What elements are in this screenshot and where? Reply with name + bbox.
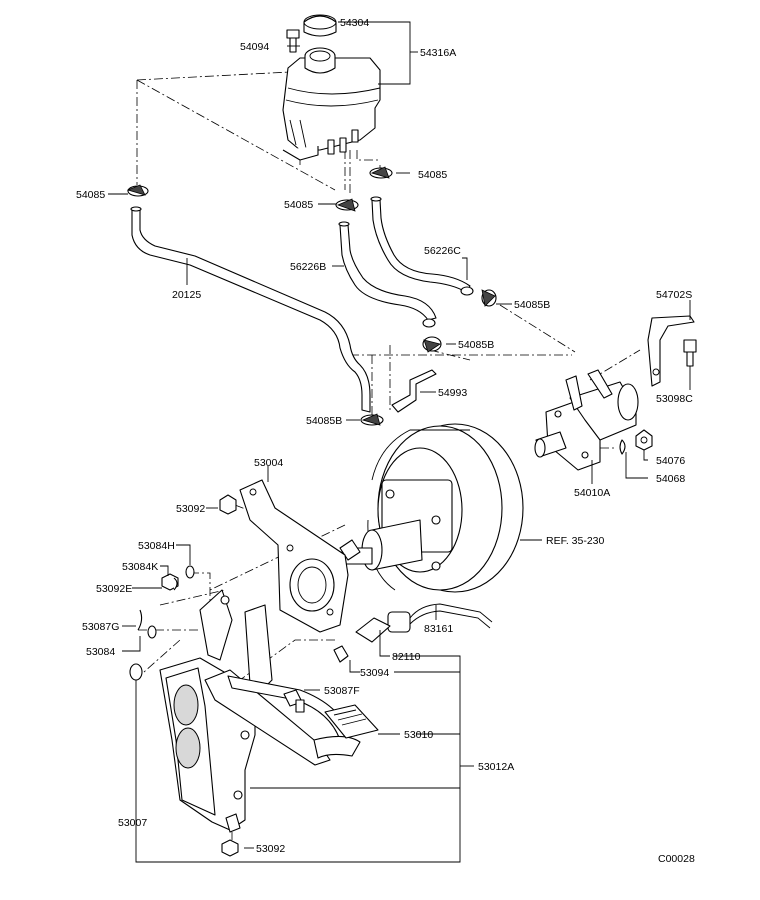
bracket-53004 [239, 479, 349, 633]
label-83161: 83161 [424, 623, 453, 635]
label-54076: 54076 [656, 455, 685, 467]
label-54085-right: 54085 [418, 169, 447, 181]
label-53092E: 53092E [96, 583, 132, 595]
part-labels: 54304 54094 54316A 54085 54085 54085 562… [76, 17, 695, 865]
brake-booster [339, 423, 524, 593]
label-53010: 53010 [404, 729, 433, 741]
label-54702S: 54702S [656, 289, 692, 301]
label-53084K: 53084K [122, 561, 158, 573]
label-53004: 53004 [254, 457, 283, 469]
label-54085B-c: 54085B [306, 415, 342, 427]
label-53084H: 53084H [138, 540, 175, 552]
label-53087G: 53087G [82, 621, 119, 633]
label-53007: 53007 [118, 817, 147, 829]
master-cylinder [534, 369, 639, 471]
stop-lamp-switch [333, 603, 493, 663]
label-54304: 54304 [340, 17, 369, 29]
clamp-54085B-a [481, 289, 497, 307]
small-washers [137, 565, 195, 639]
hose-56226C [370, 196, 474, 296]
label-54085B-b: 54085B [458, 339, 494, 351]
label-54316A: 54316A [420, 47, 456, 59]
label-53098C: 53098C [656, 393, 693, 405]
label-54085B-a: 54085B [514, 299, 550, 311]
diagram-code: C00028 [658, 853, 695, 865]
hose-20125 [130, 206, 371, 413]
bracket-54702S [647, 315, 695, 387]
bolt-54094 [286, 29, 300, 53]
label-ref: REF. 35-230 [546, 535, 605, 547]
reservoir-cap [303, 14, 337, 37]
washer-54068 [619, 439, 626, 455]
clamp-54085B-b [422, 336, 442, 353]
clamp-54085-mid [335, 198, 359, 212]
label-54993: 54993 [438, 387, 467, 399]
nut-54076 [635, 429, 653, 451]
pedal-pad-53010 [324, 704, 379, 739]
reservoir-tank [282, 47, 381, 161]
nut-53092-top [219, 494, 237, 515]
clamp-54085B-c [360, 413, 384, 426]
label-53084: 53084 [86, 646, 115, 658]
label-56226C: 56226C [424, 245, 461, 257]
bracket-54993 [391, 369, 437, 413]
label-82110: 82110 [392, 651, 421, 663]
label-53092-top: 53092 [176, 503, 205, 515]
label-53092-bottom: 53092 [256, 843, 285, 855]
stopper-53087F [283, 689, 305, 713]
hose-56226B [338, 221, 437, 328]
brake-pedal [204, 669, 361, 766]
leader-lines [108, 21, 691, 863]
clamp-54085-right [369, 166, 393, 179]
label-53087F: 53087F [324, 685, 360, 697]
label-54068: 54068 [656, 473, 685, 485]
bolt-53098C [683, 339, 697, 367]
label-56226B: 56226B [290, 261, 326, 273]
bushing-53007 [129, 663, 143, 681]
clamp-54085-left [126, 184, 149, 197]
label-20125: 20125 [172, 289, 201, 301]
label-54085-left: 54085 [76, 189, 105, 201]
label-54010A: 54010A [574, 487, 610, 499]
label-54094: 54094 [240, 41, 269, 53]
label-53012A: 53012A [478, 761, 514, 773]
nut-53092-bottom [221, 839, 239, 857]
label-53094: 53094 [360, 667, 389, 679]
label-54085-mid: 54085 [284, 199, 313, 211]
